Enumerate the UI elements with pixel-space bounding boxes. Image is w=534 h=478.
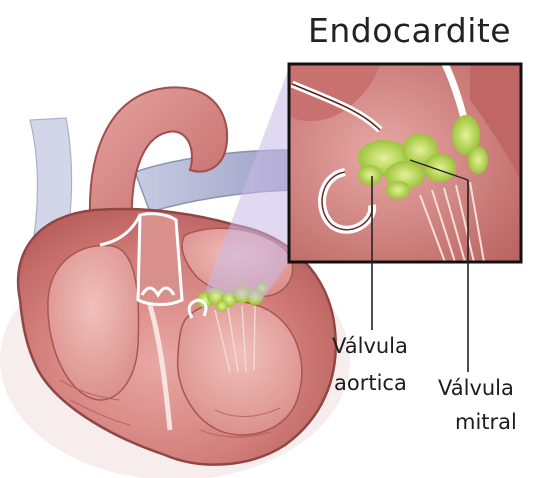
aortic-valve-label-line2: aortica [334, 373, 407, 394]
aortic-valve-label-line1: Válvula [332, 336, 408, 357]
mitral-valve-label-line1: Válvula [438, 378, 514, 399]
diagram-title: Endocardite [308, 14, 511, 47]
inset-zoom [289, 64, 521, 262]
mitral-valve-label-line2: mitral [455, 412, 517, 433]
